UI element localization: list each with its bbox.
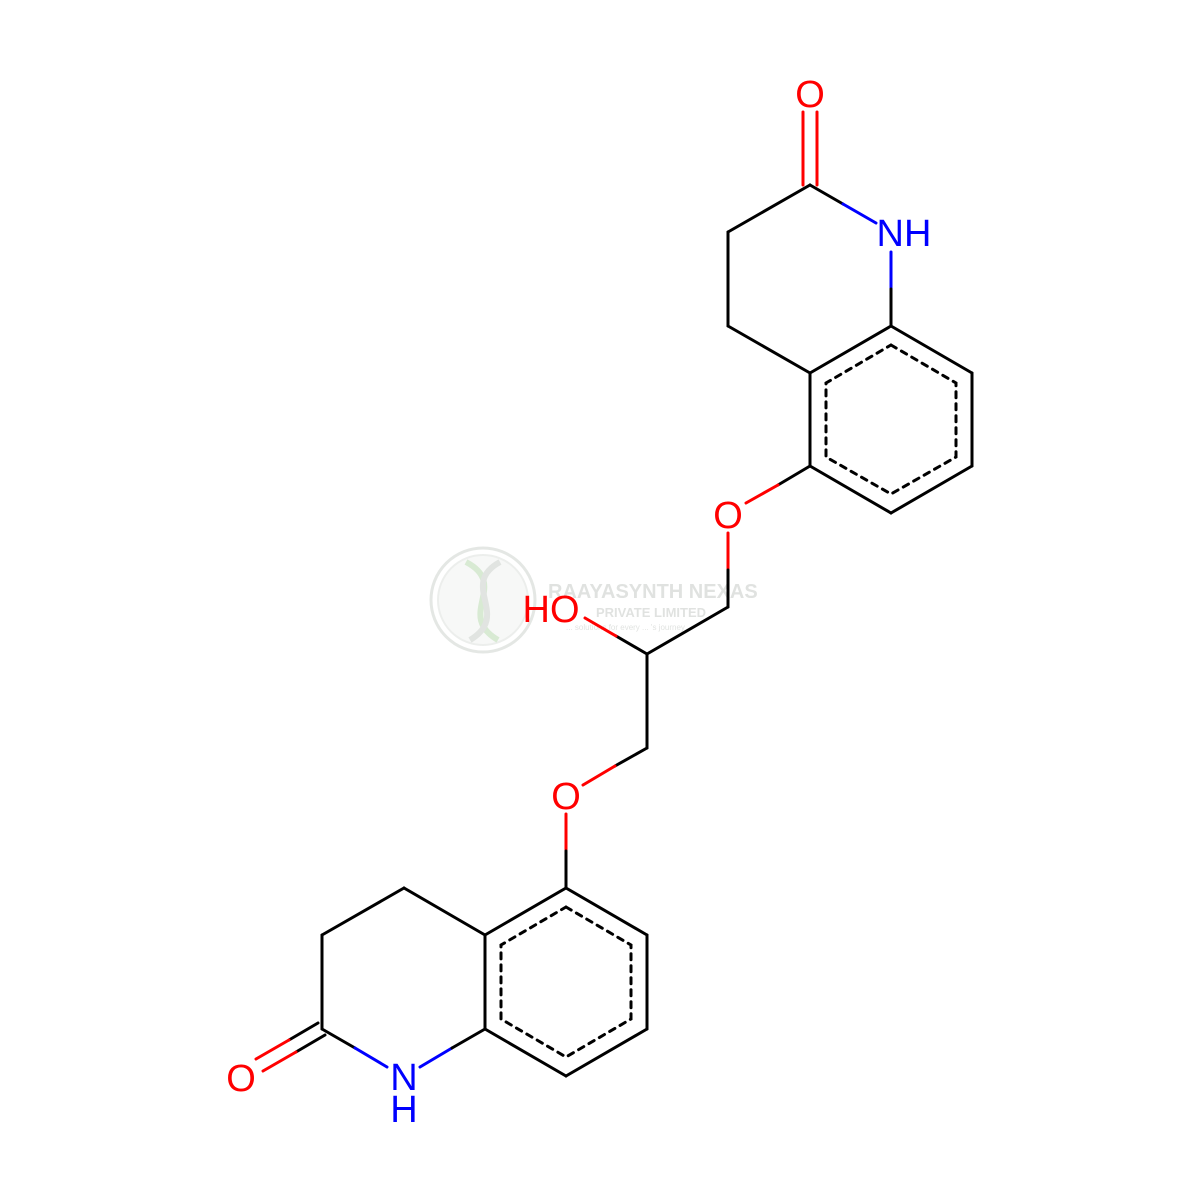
bond-choh-oh-black	[614, 634, 649, 656]
atom-top-nh: NH	[877, 213, 932, 255]
atom-bottom-carbonyl-o: O	[226, 1058, 256, 1100]
atom-hydroxyl: HO	[523, 589, 580, 631]
bond-c4a-c5-bottom	[483, 886, 568, 937]
bond-c2-n-bottom-blue	[353, 1046, 389, 1069]
bond-n-c8a-bottom-black	[450, 1027, 487, 1050]
watermark: RAAYASYNTH NEXAS PRIVATE LIMITED ... sol…	[429, 546, 758, 654]
bond-c4a-c4-bottom	[402, 886, 487, 937]
bond-c-n-top-black	[808, 183, 845, 206]
bond-c2-o-bottom-double-a-black	[287, 1021, 320, 1042]
bond-c2-n-bottom-black	[320, 1027, 357, 1050]
bond-c2-c3-top	[726, 183, 812, 234]
atom-bottom-ether-o: O	[551, 776, 581, 818]
bonds	[254, 110, 974, 1078]
atom-bottom-n: N	[390, 1057, 417, 1099]
dna-helix-logo-strand-b	[468, 559, 502, 643]
bond-c5-o-top-black	[776, 464, 812, 487]
aromatic-ring-top	[824, 343, 958, 496]
watermark-logo-outer-ring	[429, 546, 537, 654]
bond-choh-oh-red	[583, 616, 618, 638]
bond-c8-c8a-bottom	[483, 1027, 568, 1078]
bond-c2-o-bottom-double-b-red	[261, 1050, 298, 1073]
bond-c7-c8-bottom	[564, 1027, 649, 1078]
atom-top-carbonyl-o: O	[795, 74, 825, 116]
bond-ch2-choh	[645, 605, 730, 656]
bond-c8a-c8-top	[889, 324, 974, 375]
bond-c4-c3-bottom	[320, 886, 406, 937]
aromatic-ring-bottom	[499, 905, 633, 1059]
bond-c-n-top-blue	[841, 202, 878, 225]
bond-c4-c4a-top	[726, 324, 812, 375]
bond-c7-c6-top	[889, 464, 974, 515]
bond-c6-c5-top	[808, 464, 893, 515]
bond-c2-o-bottom-double-a-red	[254, 1038, 291, 1061]
watermark-subtitle: PRIVATE LIMITED	[596, 605, 706, 620]
watermark-title: RAAYASYNTH NEXAS	[548, 581, 758, 603]
bond-c5-c6-bottom	[564, 886, 649, 937]
bond-c5-o-top-red	[744, 483, 780, 505]
atom-top-ether-o: O	[713, 495, 743, 537]
bond-c2-o-bottom-double-b-black	[294, 1033, 327, 1054]
watermark-tagline: ... solutions for every ... 's journey	[566, 623, 685, 632]
atom-labels: O NH O HO O O N H	[226, 74, 931, 1131]
bond-ch2-o-bottom-black	[613, 746, 649, 768]
bond-n-c8a-bottom-blue	[418, 1046, 454, 1069]
atom-bottom-h: H	[390, 1089, 417, 1131]
bond-ch2-o-bottom-red	[581, 764, 617, 787]
bond-c4a-c8a-top	[808, 324, 893, 375]
